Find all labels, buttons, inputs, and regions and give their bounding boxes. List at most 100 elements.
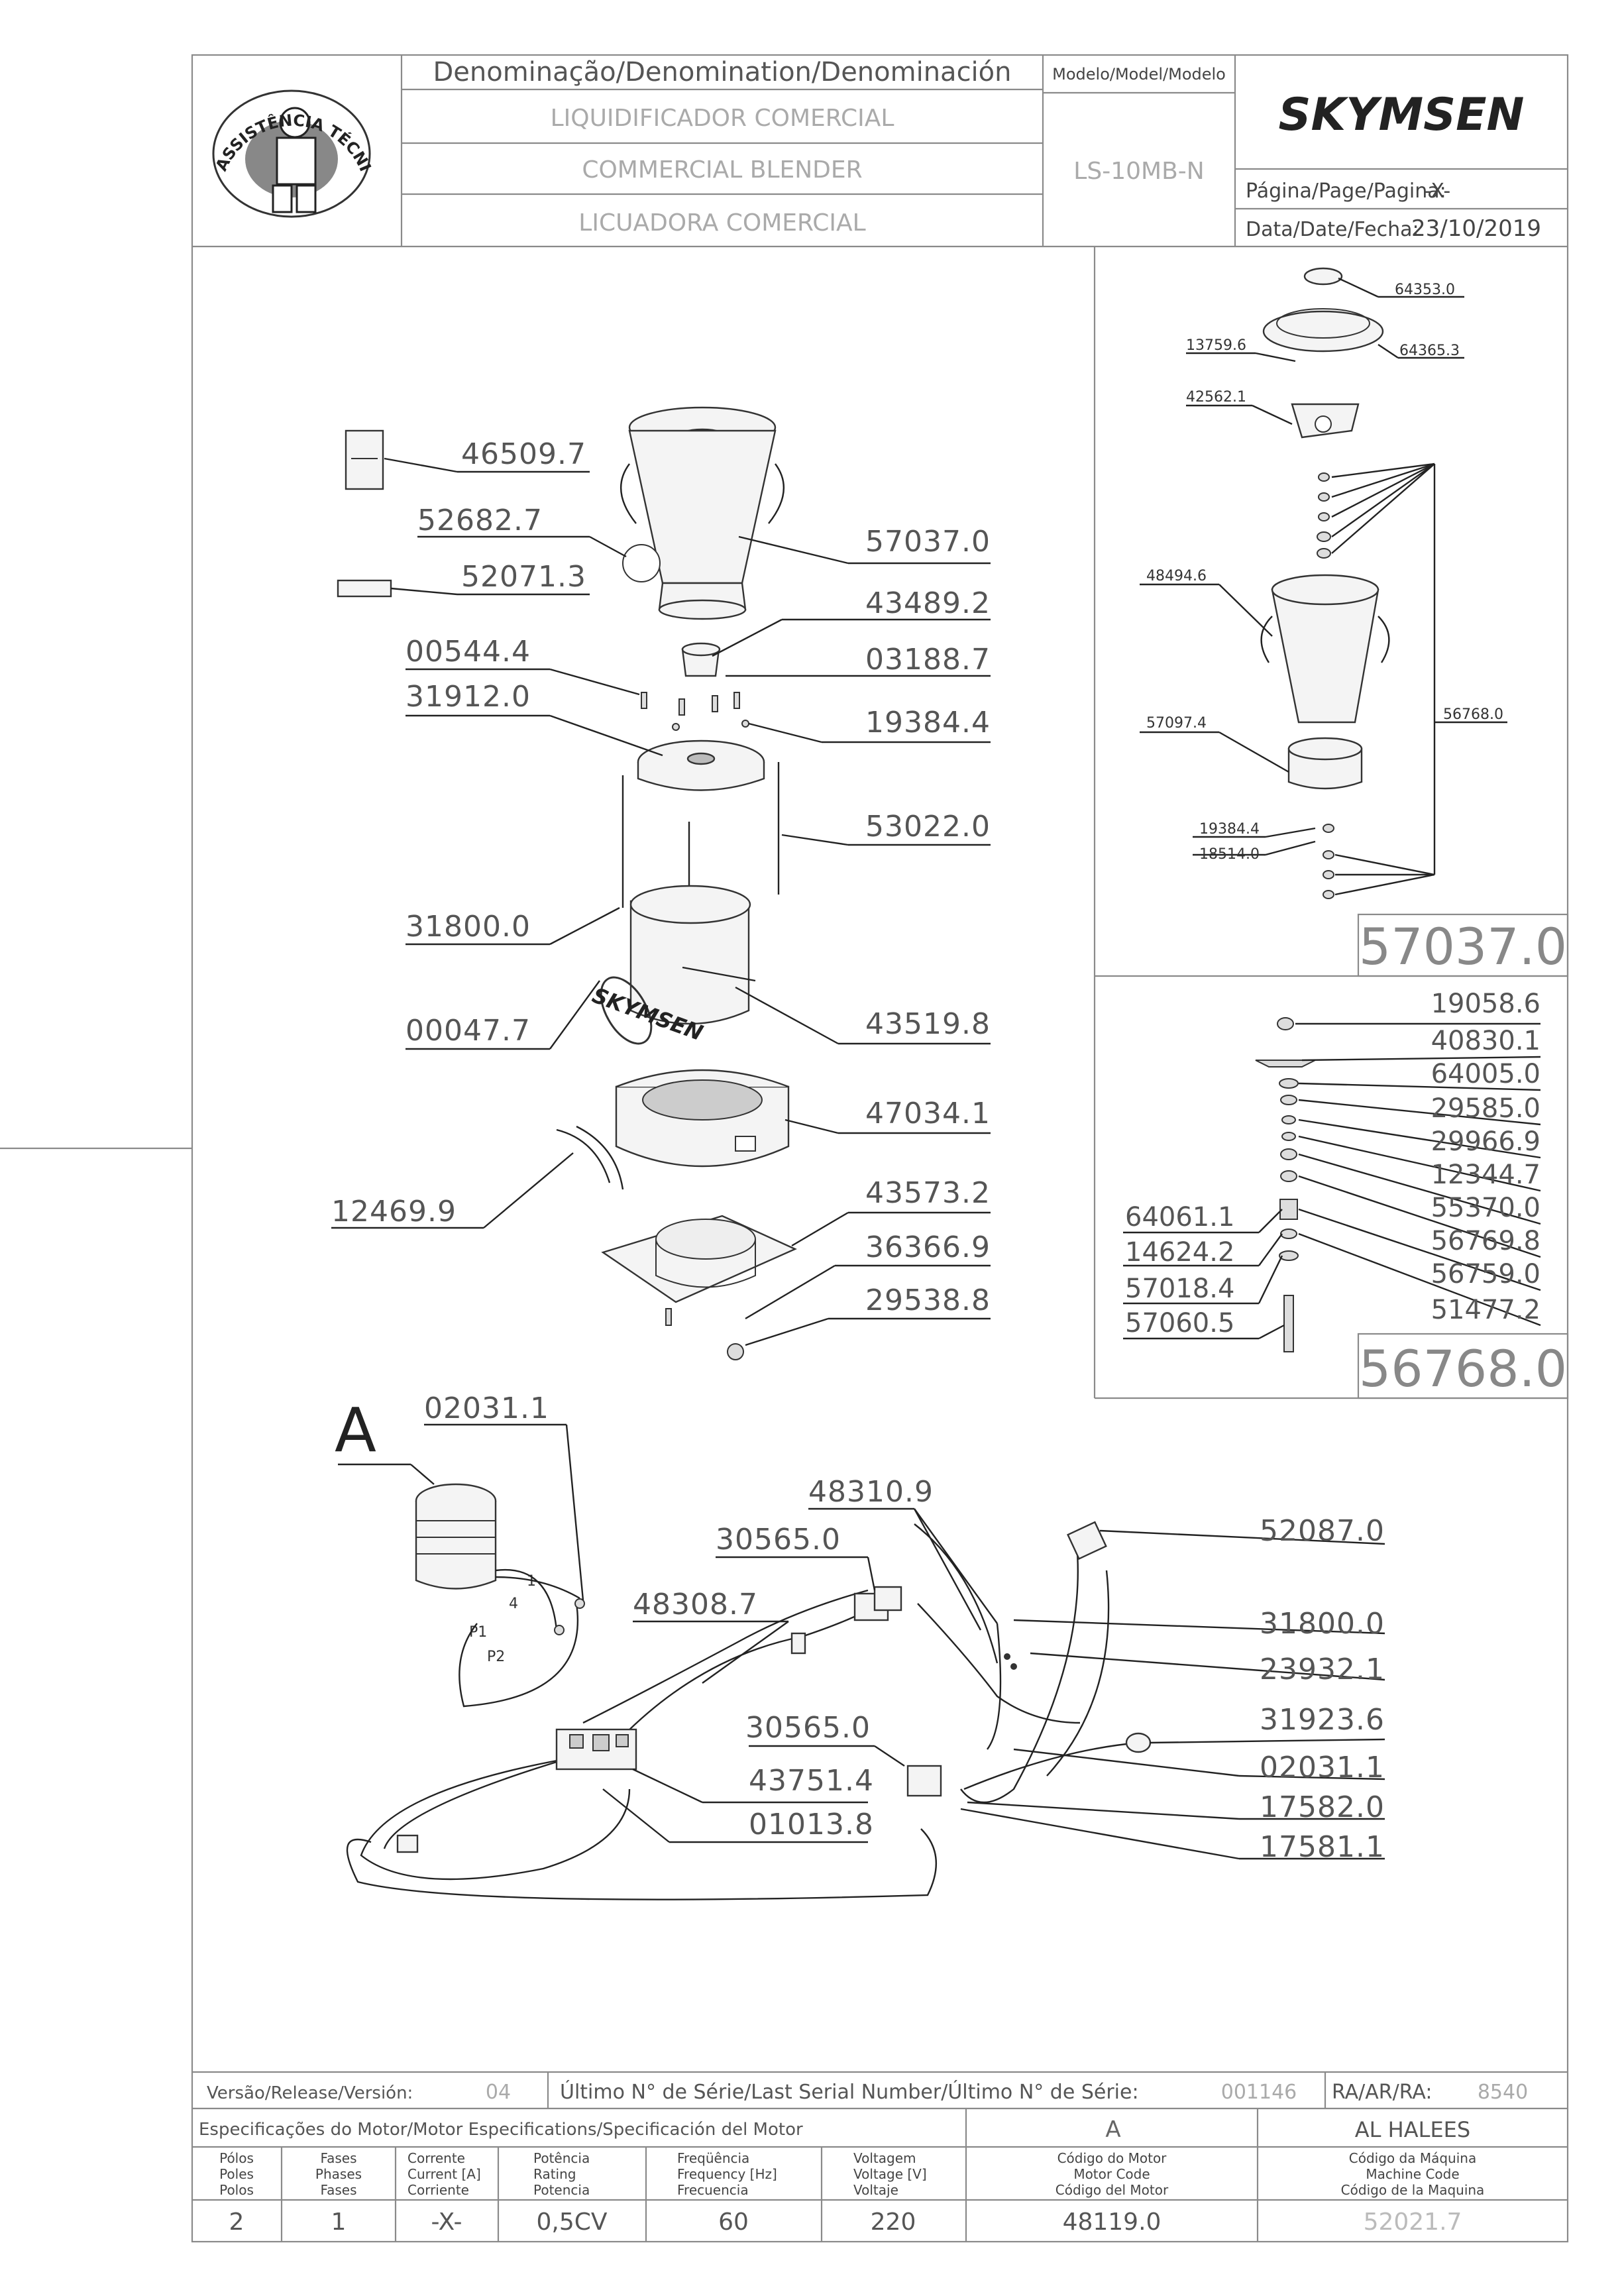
part-label: 43519.8 bbox=[865, 1007, 991, 1041]
jar-detail-drawing: 64353.0 13759.6 64365.3 42562.1 48494.6 … bbox=[1140, 267, 1507, 899]
blade-part-label: 55370.0 bbox=[1431, 1193, 1541, 1223]
col-header: Corriente bbox=[407, 2182, 469, 2198]
part-label: 36366.9 bbox=[865, 1230, 991, 1264]
col-header: Potência bbox=[533, 2150, 590, 2166]
wiring-part-label: 48308.7 bbox=[633, 1588, 758, 1621]
blade-detail-drawing: 19058.6 40830.1 64005.0 29585.0 29966.9 … bbox=[1123, 989, 1541, 1352]
blade-part-label: 51477.2 bbox=[1431, 1295, 1541, 1325]
page-label: Página/Page/Pagina: bbox=[1246, 180, 1446, 203]
terminal-label: P1 bbox=[469, 1624, 487, 1641]
part-label: 57037.0 bbox=[865, 525, 991, 559]
sheet-frame bbox=[191, 54, 1569, 2243]
detail-panels: 57037.0 56768.0 bbox=[1093, 246, 1569, 1399]
col-header: Rating bbox=[533, 2166, 576, 2182]
serial-label: Último N° de Série/Last Serial Number/Úl… bbox=[560, 2079, 1139, 2104]
jar-part-label: 64353.0 bbox=[1395, 282, 1455, 298]
col-header: Phases bbox=[315, 2166, 362, 2182]
col-header: Machine Code bbox=[1366, 2166, 1459, 2182]
part-label: 47034.1 bbox=[865, 1097, 991, 1130]
model-heading: Modelo/Model/Modelo bbox=[1052, 65, 1226, 83]
col-header: Código de la Maquina bbox=[1341, 2182, 1485, 2198]
wiring-part-label: 52087.0 bbox=[1260, 1514, 1385, 1548]
model-value: LS-10MB-N bbox=[1073, 158, 1204, 185]
col-header: Frecuencia bbox=[677, 2182, 749, 2198]
jar-detail-title: 57037.0 bbox=[1359, 917, 1567, 976]
blade-part-label: 56769.8 bbox=[1431, 1226, 1541, 1256]
spec-value: -X- bbox=[431, 2209, 462, 2236]
jar-part-label: 42562.1 bbox=[1186, 389, 1246, 406]
date-value: 23/10/2019 bbox=[1411, 215, 1541, 242]
name-en: COMMERCIAL BLENDER bbox=[582, 156, 862, 184]
part-label: 43573.2 bbox=[865, 1176, 991, 1210]
col-header: Voltaje bbox=[853, 2182, 898, 2198]
col-header: Voltagem bbox=[853, 2150, 916, 2166]
release-value: 04 bbox=[486, 2081, 511, 2104]
part-label: 19384.4 bbox=[865, 706, 991, 739]
blade-part-label: 57060.5 bbox=[1125, 1308, 1234, 1339]
blade-part-label: 29585.0 bbox=[1431, 1093, 1541, 1124]
part-label: 31912.0 bbox=[406, 680, 531, 714]
name-pt: LIQUIDIFICADOR COMERCIAL bbox=[551, 105, 894, 132]
wiring-part-label: 43751.4 bbox=[749, 1764, 874, 1798]
blade-part-label: 12344.7 bbox=[1431, 1160, 1541, 1190]
page-value: -X- bbox=[1425, 180, 1450, 203]
title-block: ASSISTÊNCIA TÉCNICA AUTORIZADA Denominaç… bbox=[0, 0, 1568, 248]
denomination-heading: Denominação/Denomination/Denominación bbox=[433, 57, 1011, 87]
part-label: 31800.0 bbox=[406, 910, 531, 944]
wiring-part-label: 30565.0 bbox=[745, 1711, 871, 1745]
wiring-part-label: 17581.1 bbox=[1260, 1830, 1385, 1864]
part-label: 12469.9 bbox=[331, 1195, 457, 1229]
blade-part-label: 14624.2 bbox=[1125, 1237, 1234, 1268]
col-header: Freqüência bbox=[677, 2150, 749, 2166]
jar-part-label: 13759.6 bbox=[1186, 337, 1246, 354]
part-label: 00544.4 bbox=[406, 635, 531, 669]
wiring-part-label: 01013.8 bbox=[749, 1808, 874, 1841]
blade-detail-title: 56768.0 bbox=[1359, 1339, 1567, 1398]
blade-part-label: 64061.1 bbox=[1125, 1202, 1234, 1232]
part-label: 52071.3 bbox=[461, 560, 586, 594]
terminal-label: 4 bbox=[509, 1596, 518, 1612]
footer-spec-table: Versão/Release/Versión: 04 Último N° de … bbox=[192, 2071, 1568, 2242]
col-header: Pólos bbox=[219, 2150, 254, 2166]
section-label: A bbox=[335, 1395, 376, 1466]
wiring-part-label: 31923.6 bbox=[1260, 1703, 1385, 1737]
wiring-part-label: 17582.0 bbox=[1260, 1790, 1385, 1824]
col-header: Fases bbox=[320, 2150, 356, 2166]
col-header: Poles bbox=[219, 2166, 254, 2182]
col-header: Current [A] bbox=[407, 2166, 481, 2182]
jar-part-label: 56768.0 bbox=[1443, 706, 1503, 723]
part-label: 53022.0 bbox=[865, 810, 991, 844]
ra-value: 8540 bbox=[1478, 2081, 1528, 2104]
machine-name: AL HALEES bbox=[1355, 2117, 1470, 2142]
jar-part-label: 64365.3 bbox=[1399, 343, 1460, 359]
part-label: 46509.7 bbox=[461, 437, 586, 471]
blade-part-label: 19058.6 bbox=[1431, 989, 1541, 1019]
jar-part-label: 19384.4 bbox=[1199, 821, 1260, 838]
motor-variant: A bbox=[1105, 2116, 1120, 2143]
col-header: Código del Motor bbox=[1055, 2182, 1169, 2198]
terminal-label: P2 bbox=[487, 1649, 505, 1665]
part-label: 52682.7 bbox=[417, 504, 543, 537]
part-label: 03188.7 bbox=[865, 643, 991, 677]
blade-part-label: 57018.4 bbox=[1125, 1274, 1234, 1304]
blade-part-label: 56759.0 bbox=[1431, 1259, 1541, 1289]
motor-spec-heading: Especificações do Motor/Motor Especifica… bbox=[199, 2120, 803, 2140]
col-header: Potencia bbox=[533, 2182, 590, 2198]
wiring-part-label: 23932.1 bbox=[1260, 1653, 1385, 1686]
jar-part-label: 57097.4 bbox=[1146, 715, 1207, 732]
blade-part-label: 40830.1 bbox=[1431, 1026, 1541, 1056]
jar-part-label: 48494.6 bbox=[1146, 568, 1207, 584]
col-header: Polos bbox=[219, 2182, 254, 2198]
wiring-diagram: A 1 4 P1 P2 bbox=[335, 1392, 1385, 1900]
spec-value: 60 bbox=[718, 2209, 749, 2236]
col-header: Corrente bbox=[407, 2150, 465, 2166]
part-label: 43489.2 bbox=[865, 586, 991, 620]
main-exploded-view: SKYMSEN bbox=[331, 406, 991, 1360]
brand-logo: SKYMSEN bbox=[1279, 89, 1525, 141]
wiring-part-label: 02031.1 bbox=[1260, 1751, 1385, 1784]
blade-part-label: 29966.9 bbox=[1431, 1126, 1541, 1157]
serial-value: 001146 bbox=[1221, 2081, 1297, 2104]
spec-values: 2 1 -X- 0,5CV 60 220 48119.0 52021.7 bbox=[229, 2209, 1462, 2236]
col-header: Motor Code bbox=[1073, 2166, 1150, 2182]
